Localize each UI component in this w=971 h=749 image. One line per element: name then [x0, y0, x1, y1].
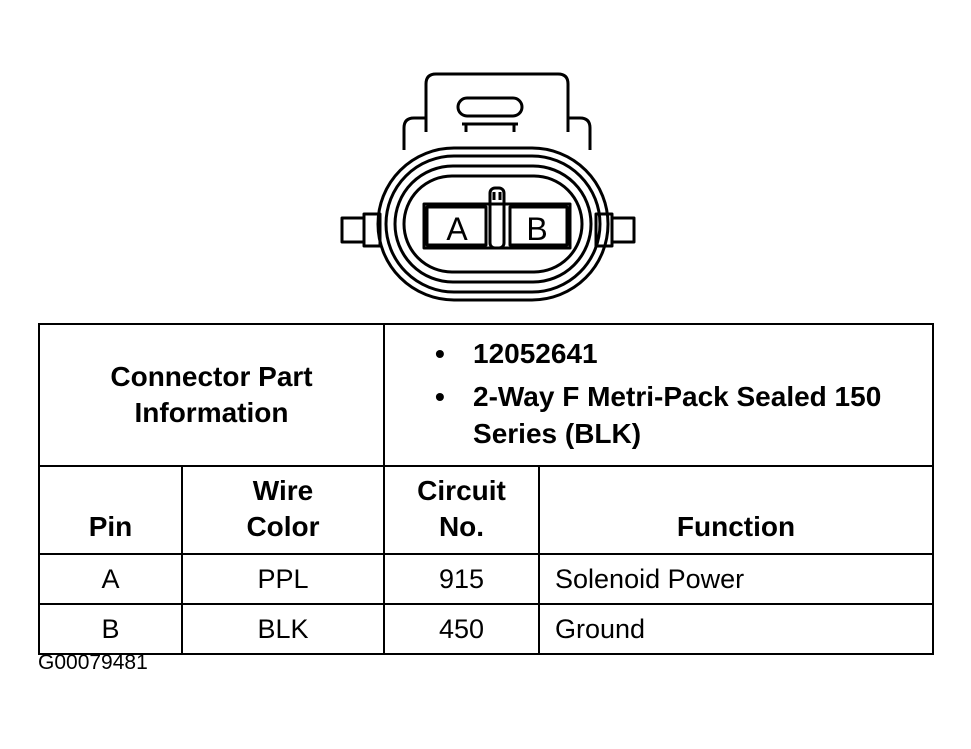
table-row: B BLK 450 Ground: [38, 603, 935, 655]
connector-side-tabs: [340, 212, 636, 248]
cell-wire-color: BLK: [180, 603, 386, 655]
connector-latch: [402, 72, 592, 150]
part-description: 2-Way F Metri-Pack Sealed 150 Series (BL…: [435, 378, 932, 452]
part-info-row: Connector Part Information 12052641 2-Wa…: [37, 323, 935, 467]
part-info-label-text: Connector Part Information: [110, 361, 313, 428]
cell-wire-color: PPL: [180, 553, 386, 605]
table-header-row: Pin Wire Color Circuit No. Function: [38, 465, 935, 555]
pin-label-a: A: [446, 211, 468, 247]
cell-circuit-no: 450: [383, 603, 541, 655]
header-wire-color-text: Wire Color: [246, 475, 320, 542]
part-number: 12052641: [435, 335, 932, 372]
header-pin: Pin: [38, 465, 183, 555]
cell-function: Ground: [538, 603, 935, 655]
table-row: A PPL 915 Solenoid Power: [38, 553, 935, 605]
part-info-label: Connector Part Information: [37, 323, 386, 467]
header-function: Function: [538, 465, 935, 555]
pin-cavities: [422, 186, 572, 250]
cell-function: Solenoid Power: [538, 553, 935, 605]
pin-table: Connector Part Information 12052641 2-Wa…: [37, 323, 935, 655]
header-circuit-no: Circuit No.: [383, 465, 541, 555]
connector-housing: [376, 146, 610, 302]
header-circuit-no-text: Circuit No.: [417, 475, 506, 542]
part-info-list: 12052641 2-Way F Metri-Pack Sealed 150 S…: [383, 323, 935, 467]
connector-diagram: A B: [340, 72, 636, 302]
cell-pin: A: [38, 553, 183, 605]
cell-circuit-no: 915: [383, 553, 541, 605]
header-wire-color: Wire Color: [180, 465, 386, 555]
pin-label-b: B: [526, 211, 547, 247]
cell-pin: B: [38, 603, 183, 655]
figure-id: G00079481: [38, 651, 148, 674]
